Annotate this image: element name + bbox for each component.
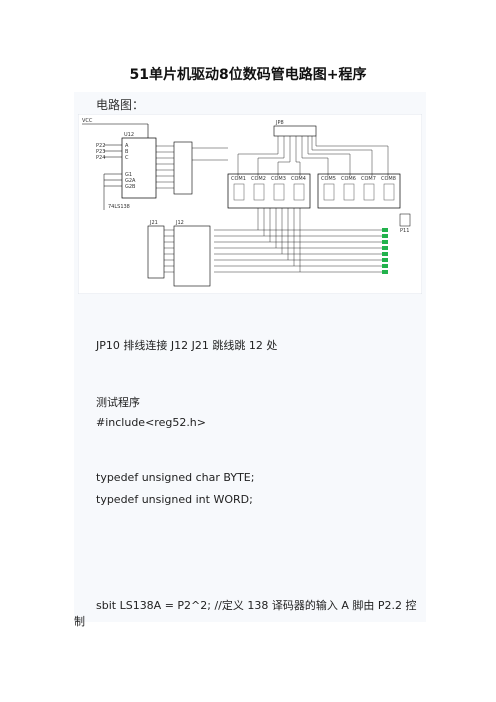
- com5: COM5: [321, 176, 336, 182]
- j21-label: J21: [149, 220, 158, 226]
- pin-p23: P23: [96, 149, 105, 155]
- circuit-diagram: VCC U12 74LS138 P22 P23 P24 A B C G1 G2A…: [78, 114, 422, 294]
- code-sbit-ls138a: sbit LS138A = P2^2; //定义 138 译码器的输入 A 脚由…: [96, 599, 417, 612]
- jp8-label: JP8: [275, 120, 284, 126]
- code-sbit-ls138a-cont: 制: [74, 615, 85, 628]
- decoder-part: 74LS138: [108, 204, 130, 210]
- ctrl-g2b: G2B: [125, 184, 136, 190]
- jumper-note: JP10 排线连接 J12 J21 跳线跳 12 处: [96, 339, 278, 352]
- com4: COM4: [291, 176, 306, 182]
- com8: COM8: [381, 176, 396, 182]
- ctrl-g2a: G2A: [125, 178, 136, 184]
- pin-p24: P24: [96, 155, 105, 161]
- com3: COM3: [271, 176, 286, 182]
- pin-a: A: [125, 143, 129, 149]
- pin-p22: P22: [96, 143, 105, 149]
- decoder-ref: U12: [124, 132, 134, 138]
- com7: COM7: [361, 176, 376, 182]
- code-typedef-word: typedef unsigned int WORD;: [96, 493, 253, 506]
- code-typedef-byte: typedef unsigned char BYTE;: [96, 471, 255, 484]
- pin-c: C: [125, 155, 129, 161]
- p11-label: P11: [400, 228, 409, 234]
- ctrl-g1: G1: [125, 172, 132, 178]
- com1: COM1: [231, 176, 246, 182]
- vcc-label: VCC: [82, 118, 93, 124]
- com2: COM2: [251, 176, 266, 182]
- j12-label: J12: [175, 220, 184, 226]
- document-title: 51单片机驱动8位数码管电路图+程序: [129, 67, 367, 83]
- pin-b: B: [125, 149, 129, 155]
- com6: COM6: [341, 176, 356, 182]
- circuit-heading: 电路图：: [96, 98, 145, 112]
- code-include: #include<reg52.h>: [96, 416, 206, 429]
- test-program-label: 测试程序: [96, 396, 140, 409]
